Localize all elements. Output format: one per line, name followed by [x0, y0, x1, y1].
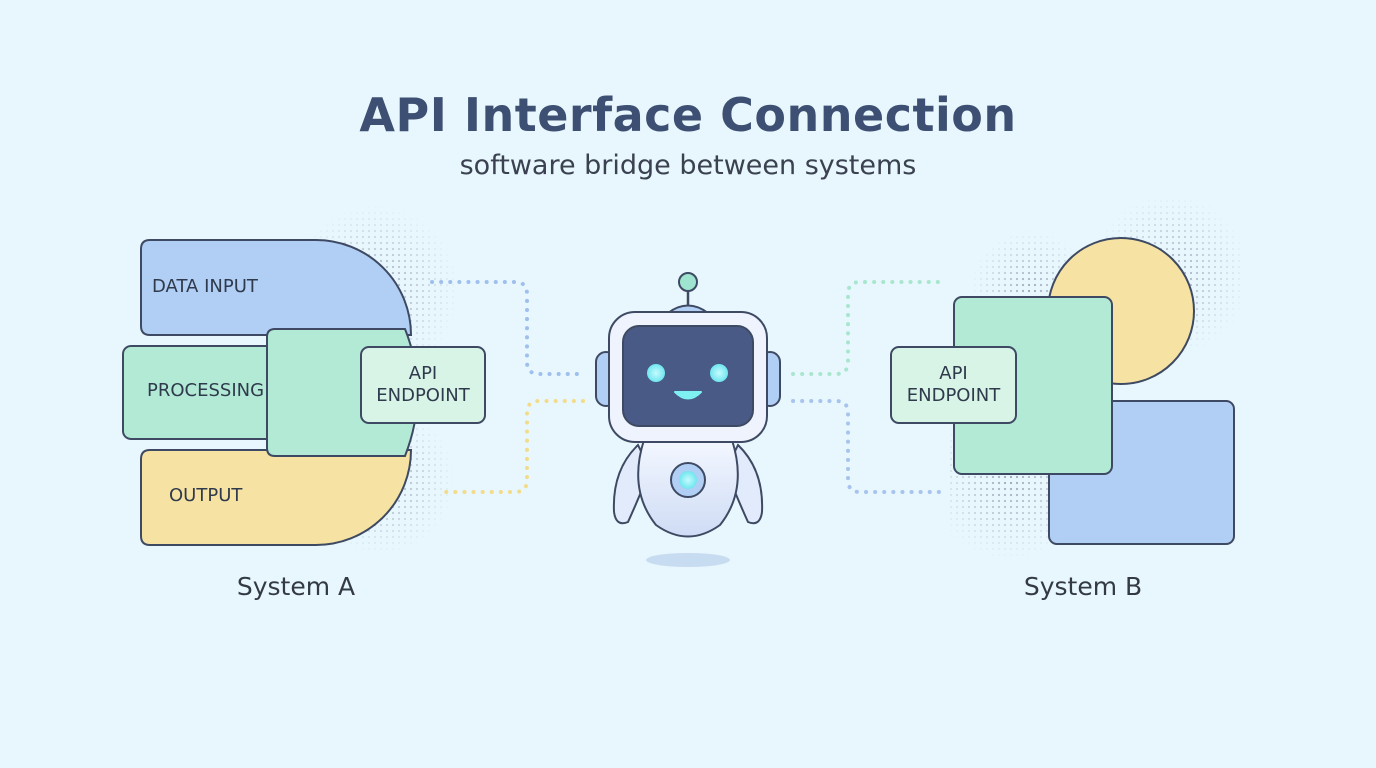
api-endpoint-a-line2: ENDPOINT	[376, 385, 470, 406]
robot-mascot	[595, 272, 781, 567]
robot-screen	[622, 325, 754, 427]
connector-b-bottom	[791, 399, 946, 494]
api-endpoint-a-line1: API	[408, 363, 438, 384]
robot-left-eye	[647, 364, 665, 382]
api-endpoint-b-text: API ENDPOINT	[891, 363, 1016, 407]
connector-a-bottom	[438, 399, 585, 494]
data-input-label: DATA INPUT	[152, 276, 258, 297]
robot-chest-light	[679, 471, 697, 489]
api-endpoint-box-b	[890, 346, 1017, 424]
api-endpoint-box-a	[360, 346, 486, 424]
robot-right-eye	[710, 364, 728, 382]
robot-shadow	[646, 553, 730, 567]
api-endpoint-b-line1: API	[939, 363, 968, 384]
system-b-label: System B	[1023, 572, 1143, 601]
diagram-title: API Interface Connection	[359, 88, 1017, 142]
processing-label: PROCESSING	[147, 380, 265, 401]
api-endpoint-a-text: API ENDPOINT	[361, 363, 485, 407]
output-label: OUTPUT	[169, 485, 243, 506]
data-input-block	[140, 239, 413, 336]
robot-smile	[674, 391, 702, 400]
connector-b-top	[791, 280, 946, 376]
system-a-label: System A	[236, 572, 356, 601]
output-block	[140, 449, 413, 546]
robot-antenna-ball	[678, 272, 698, 292]
api-endpoint-b-line2: ENDPOINT	[906, 385, 1001, 406]
connector-a-top	[430, 280, 585, 376]
diagram-subtitle: software bridge between systems	[459, 150, 917, 181]
